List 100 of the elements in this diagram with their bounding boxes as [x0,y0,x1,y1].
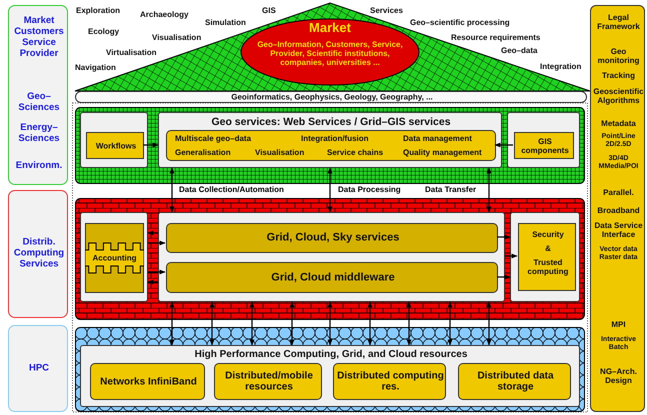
topic-label: GIS [262,6,276,16]
topic-label: Ecology [88,27,120,36]
topic-label: Navigation [75,63,116,72]
column-label: HPC [28,363,50,374]
puzzle-box [85,223,144,293]
topic-label: Services [370,6,403,16]
arrow [406,301,412,346]
box-label: Distributed computing res. [336,370,445,393]
function-label: Generalisation [175,148,232,158]
discipline-band [75,91,587,103]
arrow [505,254,518,258]
box-label: Trusted computing [526,258,570,276]
arrow [147,230,158,236]
box-label: High Performance Computing, Grid, and Cloud resources [194,349,468,360]
box-label: Distributed data storage [476,370,555,393]
arrow [448,301,452,346]
resource-layer [75,327,585,412]
service-box [166,262,498,293]
edge-label: Data Collection/Automation [178,185,285,194]
box-label: Networks InfiniBand [99,376,198,388]
aspect-label: Geo monitoring [596,47,640,66]
function-box [166,130,496,161]
column-label: Market Customers Service Provider [13,16,65,60]
function-label: Integration/fusion [301,134,370,144]
box-label: GIS components [520,136,570,155]
layer-panel [80,345,580,407]
box-label: Geo services: Web Services / Grid–GIS services [210,116,452,128]
arrow [486,301,492,346]
edge-label: Data Transfer [424,185,478,194]
box-label: Geo–Information, Customers, Service, Provider, Scientific institutions, companies, universities ... [256,40,404,68]
topic-label: Visualisation [152,33,202,42]
aspect-label: Tracking [601,71,636,80]
aspect-label: Broadband [596,206,641,216]
services-column [8,5,68,185]
service-box [166,223,498,253]
column-label: Geo–Sciences [17,92,61,114]
aspect-label: NG–Arch. Design [599,367,638,386]
arrow [250,301,254,346]
arrow [290,301,294,346]
layer-panel [510,212,580,302]
box-label: Workflows [94,140,138,150]
aspect-label: Geoscientific Algorithms [592,87,645,106]
box-label: Grid, Cloud middleware [270,271,396,284]
column-label: Environm. [14,161,64,172]
aspect-label: Data Service Interface [593,221,644,240]
box-label: Accounting [92,253,138,263]
box-label: Distributed/mobile resources [224,370,314,393]
topic-label: Geo–data [501,46,538,56]
component-box [518,223,576,291]
aspect-label: Parallel. [602,188,635,198]
function-label: Multiscale geo–data [175,134,252,144]
arrow [497,234,511,240]
arrow [210,301,214,346]
layer-panel [158,212,505,302]
arrow [148,270,166,274]
aspect-label: Legal Framework [596,13,641,32]
edge-label: Data Processing [337,185,402,194]
layer-panel [80,112,148,168]
layer-panel [158,112,502,168]
box-label: Grid, Cloud, Sky services [266,232,400,244]
component-box [86,132,144,159]
box-label: Geoinformatics, Geophysics, Geology, Geography, ... [230,92,434,102]
resource-box [333,363,446,400]
topic-label: Virtualisation [106,48,157,58]
function-label: Quality management [403,148,483,158]
arrow [486,167,492,213]
topic-label: Exploration [76,6,120,16]
aspect-label: Metadata [600,119,637,128]
arrow [170,301,174,346]
service-layer [75,107,585,184]
topic-label: Resource requirements [451,33,540,42]
arrow [148,240,166,246]
layer-panel [507,112,580,168]
arrow [328,301,332,346]
arrow [497,274,511,280]
component-box [514,132,574,159]
arrow [170,167,174,213]
aspects-column [590,5,645,412]
box-label: Security [531,230,565,240]
resource-box [214,363,322,400]
topic-label: Simulation [205,18,246,28]
function-label: Data management [403,134,473,144]
services-column [8,190,68,318]
arrow [328,167,332,213]
resource-box [90,363,205,400]
topic-label: Integration [540,62,582,72]
aspect-label: MPI [610,320,627,330]
arrow [494,142,513,148]
arrow [143,142,159,148]
column-label: Energy–Sciences [17,123,61,145]
topic-label: Archaeology [140,10,188,20]
box-label: & [544,244,552,254]
function-label: Service chains [327,148,384,158]
column-label: Distrib. Computing Services [12,238,66,270]
layer-panel [80,212,148,302]
topic-label: Geo–scientific processing [410,18,510,28]
function-label: Visualisation [255,148,306,158]
computing-layer [75,198,585,320]
resource-box [458,363,571,400]
arrow [147,280,158,284]
